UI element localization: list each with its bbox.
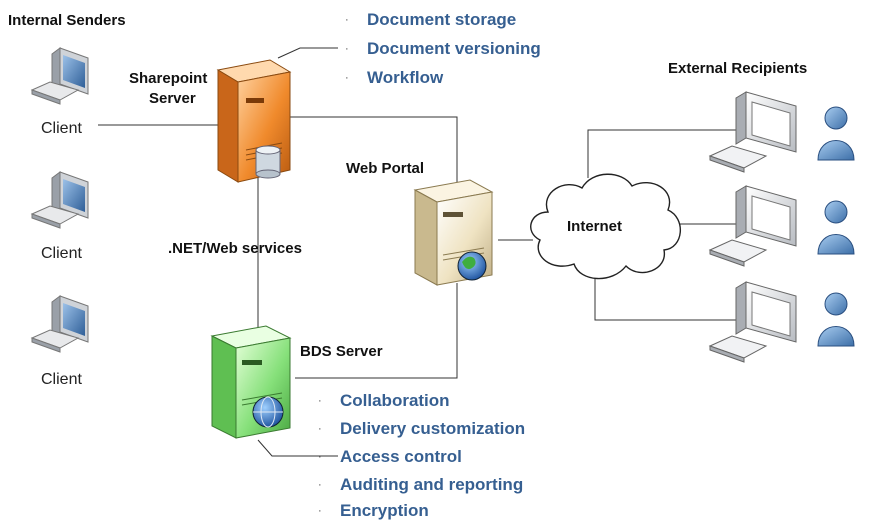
person-icon [817, 200, 855, 255]
sharepoint-feature-document-versioning: Document versioning [367, 39, 541, 58]
bullet-dot: · [318, 423, 322, 435]
bds-feature-delivery-customization: Delivery customization [340, 419, 526, 438]
bds-feature-encryption: Encryption [340, 501, 429, 520]
bullet-dot: · [345, 72, 349, 84]
sharepoint-feature-workflow: Workflow [367, 68, 444, 87]
client-computer-3 [30, 295, 89, 353]
bds-feature-auditing-and-reporting: Auditing and reporting [340, 475, 524, 494]
recipient-computer-3 [708, 281, 797, 363]
client-computer-1 [30, 47, 89, 105]
sharepoint-feature-document-storage: Document storage [367, 10, 517, 29]
bullet-dot: · [318, 505, 322, 517]
bullet-dot: · [345, 43, 349, 55]
person-icon [817, 106, 855, 161]
bullet-dot: · [318, 451, 322, 463]
bullet-dot: · [318, 395, 322, 407]
net-web-services-label: .NET/Web services [168, 240, 302, 257]
client-label-3: Client [41, 371, 82, 388]
database-icon [255, 145, 281, 179]
recipient-computer-2 [708, 185, 797, 267]
globe-icon [457, 251, 487, 281]
external-recipients-label: External Recipients [668, 60, 808, 77]
connection-lines [98, 47, 738, 457]
bullet-dot: · [345, 14, 349, 26]
bds-feature-access-control: Access control [340, 447, 462, 466]
client-computer-2 [30, 171, 89, 229]
internet-cloud-icon [530, 173, 682, 280]
person-icon [817, 292, 855, 347]
sharepoint-server-label-line2: Server [149, 90, 196, 107]
internal-senders-label: Internal Senders [8, 12, 126, 29]
bds-server-label: BDS Server [300, 343, 383, 360]
sharepoint-server-label-line1: Sharepoint [129, 70, 208, 87]
client-label-2: Client [41, 245, 82, 262]
web-portal-label: Web Portal [346, 160, 425, 177]
recipient-computer-1 [708, 91, 797, 173]
client-label-1: Client [41, 120, 82, 137]
internet-label: Internet [567, 218, 623, 235]
bullet-dot: · [318, 479, 322, 491]
globe-icon [252, 396, 284, 428]
bds-feature-collaboration: Collaboration [340, 391, 450, 410]
